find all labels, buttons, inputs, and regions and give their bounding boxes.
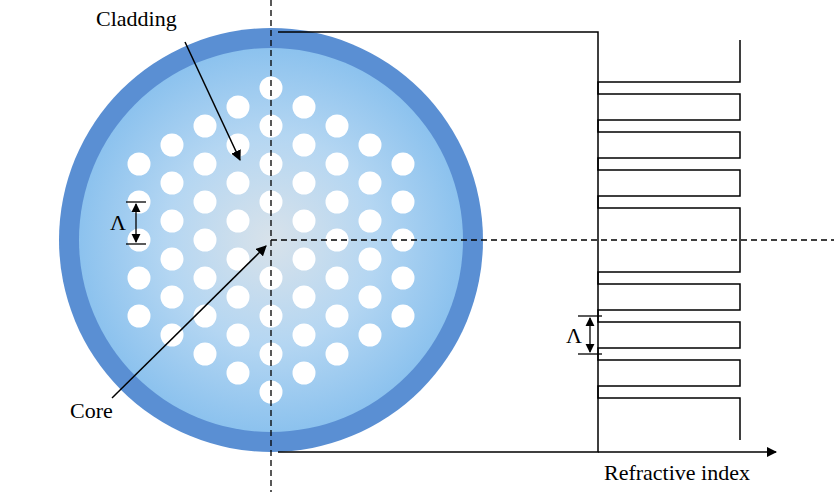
leader-arrow bbox=[112, 246, 266, 398]
air-hole bbox=[194, 267, 217, 290]
air-hole bbox=[161, 172, 184, 195]
air-hole bbox=[161, 324, 184, 347]
air-hole bbox=[161, 286, 184, 309]
air-hole bbox=[359, 134, 382, 157]
part-label: Core bbox=[70, 400, 113, 422]
air-hole bbox=[194, 305, 217, 328]
horizontal-axis bbox=[271, 239, 834, 240]
air-hole bbox=[128, 229, 151, 252]
air-hole bbox=[392, 305, 415, 328]
air-hole bbox=[293, 134, 316, 157]
air-hole bbox=[326, 153, 349, 176]
air-hole bbox=[392, 191, 415, 214]
air-hole bbox=[128, 153, 151, 176]
axis-label: Refractive index bbox=[604, 462, 750, 484]
air-hole bbox=[293, 210, 316, 233]
pitch-arrow bbox=[135, 204, 136, 242]
air-hole bbox=[293, 324, 316, 347]
air-hole bbox=[227, 324, 250, 347]
index-profile bbox=[598, 40, 740, 440]
pitch-tick bbox=[126, 243, 146, 244]
air-hole bbox=[326, 305, 349, 328]
air-hole bbox=[227, 286, 250, 309]
index-axis bbox=[598, 451, 776, 453]
air-hole bbox=[293, 96, 316, 119]
air-hole bbox=[392, 267, 415, 290]
air-hole bbox=[326, 191, 349, 214]
air-hole bbox=[194, 115, 217, 138]
air-hole bbox=[194, 191, 217, 214]
air-hole bbox=[326, 267, 349, 290]
vertical-axis bbox=[270, 0, 271, 492]
pitch-arrow bbox=[589, 318, 590, 352]
air-hole bbox=[359, 172, 382, 195]
air-hole bbox=[293, 248, 316, 271]
air-hole bbox=[194, 153, 217, 176]
air-hole bbox=[359, 324, 382, 347]
air-hole bbox=[359, 286, 382, 309]
pitch-label: Λ bbox=[566, 325, 582, 347]
air-hole bbox=[359, 210, 382, 233]
pitch-tick bbox=[578, 353, 602, 354]
air-hole bbox=[161, 210, 184, 233]
part-label: Cladding bbox=[96, 8, 177, 30]
air-hole bbox=[227, 248, 250, 271]
air-hole bbox=[128, 267, 151, 290]
air-hole bbox=[359, 248, 382, 271]
air-hole bbox=[227, 210, 250, 233]
air-hole bbox=[128, 305, 151, 328]
air-hole bbox=[194, 229, 217, 252]
air-hole bbox=[293, 172, 316, 195]
pitch-label: Λ bbox=[110, 212, 126, 234]
air-hole bbox=[392, 153, 415, 176]
pitch-tick bbox=[578, 315, 602, 316]
air-hole bbox=[293, 286, 316, 309]
air-hole bbox=[161, 134, 184, 157]
air-hole bbox=[293, 362, 316, 385]
air-hole bbox=[326, 343, 349, 366]
air-hole bbox=[260, 77, 283, 100]
leader-arrow bbox=[185, 42, 240, 160]
air-hole bbox=[194, 343, 217, 366]
air-hole bbox=[326, 115, 349, 138]
pitch-tick bbox=[126, 201, 146, 202]
air-hole bbox=[227, 96, 250, 119]
air-hole bbox=[161, 248, 184, 271]
air-hole bbox=[227, 172, 250, 195]
air-hole bbox=[227, 362, 250, 385]
air-hole bbox=[260, 267, 283, 290]
profile-frame bbox=[278, 32, 598, 452]
